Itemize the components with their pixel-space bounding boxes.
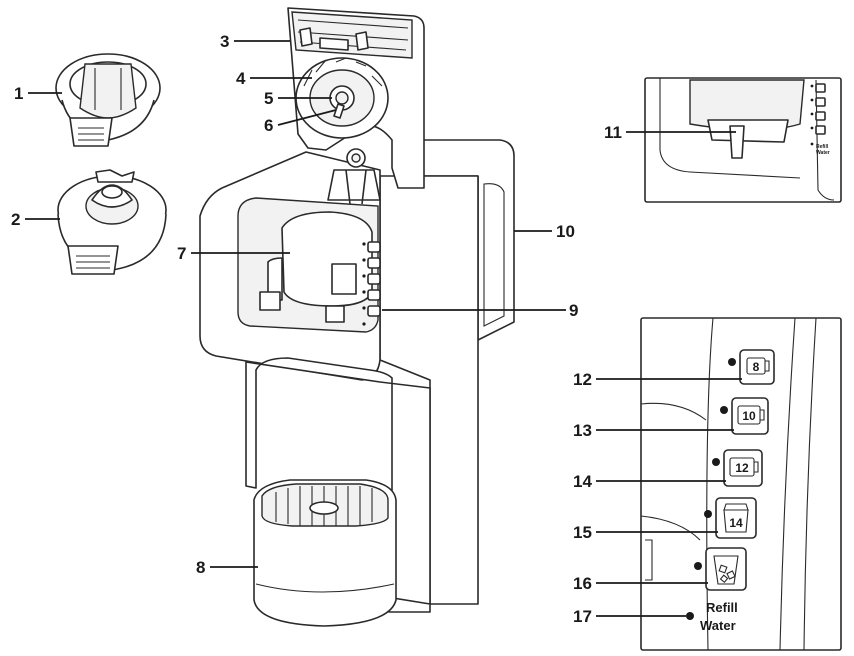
svg-text:3: 3 bbox=[220, 32, 229, 51]
callout-9: 9 bbox=[382, 301, 578, 320]
coffee-maker-drawing bbox=[199, 7, 515, 627]
pod-holder-1-drawing bbox=[55, 53, 161, 147]
svg-text:14: 14 bbox=[573, 472, 592, 491]
brew-14oz-button[interactable]: 14 bbox=[704, 497, 757, 539]
brew-8oz-button[interactable]: 8 bbox=[728, 349, 775, 385]
callout-1: 1 bbox=[14, 84, 62, 103]
inset-refill-small: Refill bbox=[816, 144, 829, 150]
brew-10oz-button[interactable]: 10 bbox=[720, 397, 769, 435]
callout-11: 11 bbox=[604, 123, 736, 142]
callout-4: 4 bbox=[236, 69, 312, 88]
refill-water-indicator: Refill Water bbox=[686, 600, 738, 633]
refill-label-line1: Refill bbox=[706, 600, 738, 615]
inset-control-panel: 8 10 12 14 bbox=[640, 317, 842, 651]
callout-6: 6 bbox=[264, 109, 337, 135]
svg-text:10: 10 bbox=[556, 222, 575, 241]
callout-2: 2 bbox=[11, 210, 60, 229]
svg-text:4: 4 bbox=[236, 69, 246, 88]
callouts: 1 2 3 4 5 6 7 8 bbox=[11, 32, 742, 626]
svg-text:9: 9 bbox=[569, 301, 578, 320]
callout-15: 15 bbox=[573, 523, 718, 542]
brew-14oz-label: 14 bbox=[729, 516, 743, 530]
brew-12oz-button[interactable]: 12 bbox=[712, 449, 763, 487]
inset-water-small: Water bbox=[816, 150, 830, 156]
callout-13: 13 bbox=[573, 421, 734, 440]
callout-10: 10 bbox=[514, 222, 575, 241]
svg-text:13: 13 bbox=[573, 421, 592, 440]
callout-17: 17 bbox=[573, 607, 686, 626]
svg-text:6: 6 bbox=[264, 116, 273, 135]
brew-8oz-label: 8 bbox=[753, 360, 760, 374]
svg-text:8: 8 bbox=[196, 558, 205, 577]
svg-text:12: 12 bbox=[573, 370, 592, 389]
callout-16: 16 bbox=[573, 574, 708, 593]
svg-text:2: 2 bbox=[11, 210, 20, 229]
callout-8: 8 bbox=[196, 558, 258, 577]
callout-3: 3 bbox=[220, 32, 290, 51]
svg-text:15: 15 bbox=[573, 523, 592, 542]
callout-12: 12 bbox=[573, 370, 742, 389]
svg-text:1: 1 bbox=[14, 84, 23, 103]
svg-text:5: 5 bbox=[264, 89, 273, 108]
callout-5: 5 bbox=[264, 89, 332, 108]
svg-text:16: 16 bbox=[573, 574, 592, 593]
svg-text:7: 7 bbox=[177, 244, 186, 263]
ice-cup-icon bbox=[713, 555, 739, 585]
svg-text:17: 17 bbox=[573, 607, 592, 626]
brew-iced-button[interactable] bbox=[694, 547, 747, 591]
brew-12oz-label: 12 bbox=[735, 461, 749, 475]
pod-holder-2-drawing bbox=[57, 169, 167, 275]
inset-needle-view: Refill Water bbox=[644, 77, 842, 203]
svg-text:11: 11 bbox=[604, 123, 622, 142]
callout-7: 7 bbox=[177, 244, 290, 263]
body-control-panel bbox=[362, 241, 381, 326]
refill-label-line2: Water bbox=[700, 618, 736, 633]
brew-10oz-label: 10 bbox=[742, 409, 756, 423]
callout-14: 14 bbox=[573, 472, 726, 491]
